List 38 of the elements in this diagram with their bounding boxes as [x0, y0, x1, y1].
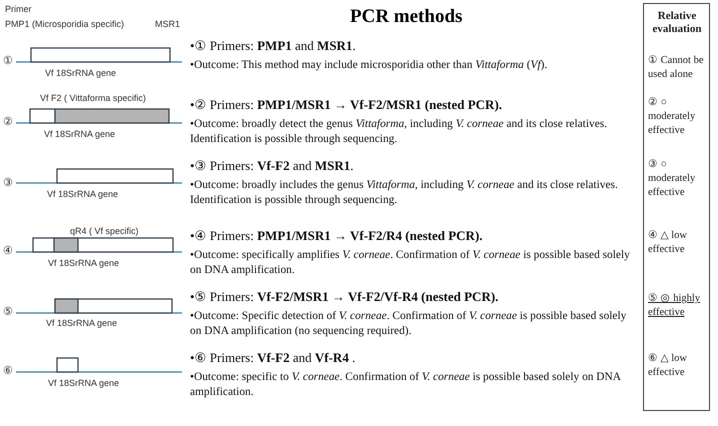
primers-text: •② Primers: PMP1/MSR1 → Vf-F2/MSR1 (nested PCR). [190, 97, 502, 113]
outcome-text: •Outcome: Specific detection of V. corneae. Confirmation of V. corneae is possible based solely on DNA amplification (no sequencing required). [190, 309, 628, 339]
gene-label: Vf 18SrRNA gene [47, 189, 118, 199]
panel-heading: Relative evaluation [652, 10, 702, 36]
primers-text: •④ Primers: PMP1/MSR1 → Vf-F2/R4 (nested PCR). [190, 228, 483, 244]
primer-label: qR4 ( Vf specific) [70, 226, 139, 236]
row-number: ④ [3, 244, 13, 257]
row-number: ⑥ [3, 364, 13, 377]
evaluation-text: ④ △ low effective [648, 229, 688, 257]
primer-label: PMP1 (Microsporidia specific) [5, 19, 124, 29]
title: PCR methods [350, 6, 462, 28]
row-number: ③ [3, 176, 13, 189]
row-number: ① [3, 54, 13, 67]
outcome-text: •Outcome: broadly detect the genus Vittaforma, including V. corneae and its close relatives. Identification is possible through sequencing. [190, 117, 608, 147]
row-number: ⑤ [3, 305, 13, 318]
gene-label: Vf 18SrRNA gene [45, 68, 116, 78]
primers-text: •③ Primers: Vf-F2 and MSR1. [190, 158, 354, 174]
primer-label: Vf F2 ( Vittaforma specific) [40, 93, 146, 103]
evaluation-text: ⑤ ◎ highly effective [648, 292, 702, 320]
outcome-text: •Outcome: broadly includes the genus Vittaforma, including V. corneae and its close relatives. Identification is possible through sequencing. [190, 178, 619, 208]
evaluation-text: ② ○ moderately effective [648, 96, 696, 138]
primers-text: •① Primers: PMP1 and MSR1. [190, 38, 356, 54]
evaluation-text: ⑥ △ low effective [648, 352, 688, 380]
primers-text: •⑥ Primers: Vf-F2 and Vf-R4 . [190, 350, 356, 366]
evaluation-text: ③ ○ moderately effective [648, 158, 696, 200]
row-number: ② [3, 115, 13, 128]
gene-label: Vf 18SrRNA gene [44, 129, 116, 139]
gene-label: Vf 18SrRNA gene [48, 258, 120, 268]
outcome-text: •Outcome: This method may include microsporidia other than Vittaforma (Vf). [190, 58, 548, 73]
outcome-text: •Outcome: specifically amplifies V. corneae. Confirmation of V. corneae is possible based solely on DNA amplification. [190, 248, 631, 278]
primer-label: MSR1 [155, 19, 180, 29]
primers-text: •⑤ Primers: Vf-F2/MSR1 → Vf-F2/Vf-R4 (nested PCR). [190, 289, 498, 305]
primer-heading: Primer [5, 4, 32, 14]
outcome-text: •Outcome: specific to V. corneae. Confirmation of V. corneae is possible based solely on DNA amplification. [190, 370, 622, 400]
evaluation-text: ① Cannot be used alone [648, 54, 704, 82]
gene-label: Vf 18SrRNA gene [46, 318, 118, 328]
gene-label: Vf 18SrRNA gene [48, 378, 120, 388]
evaluation-panel [643, 3, 710, 411]
